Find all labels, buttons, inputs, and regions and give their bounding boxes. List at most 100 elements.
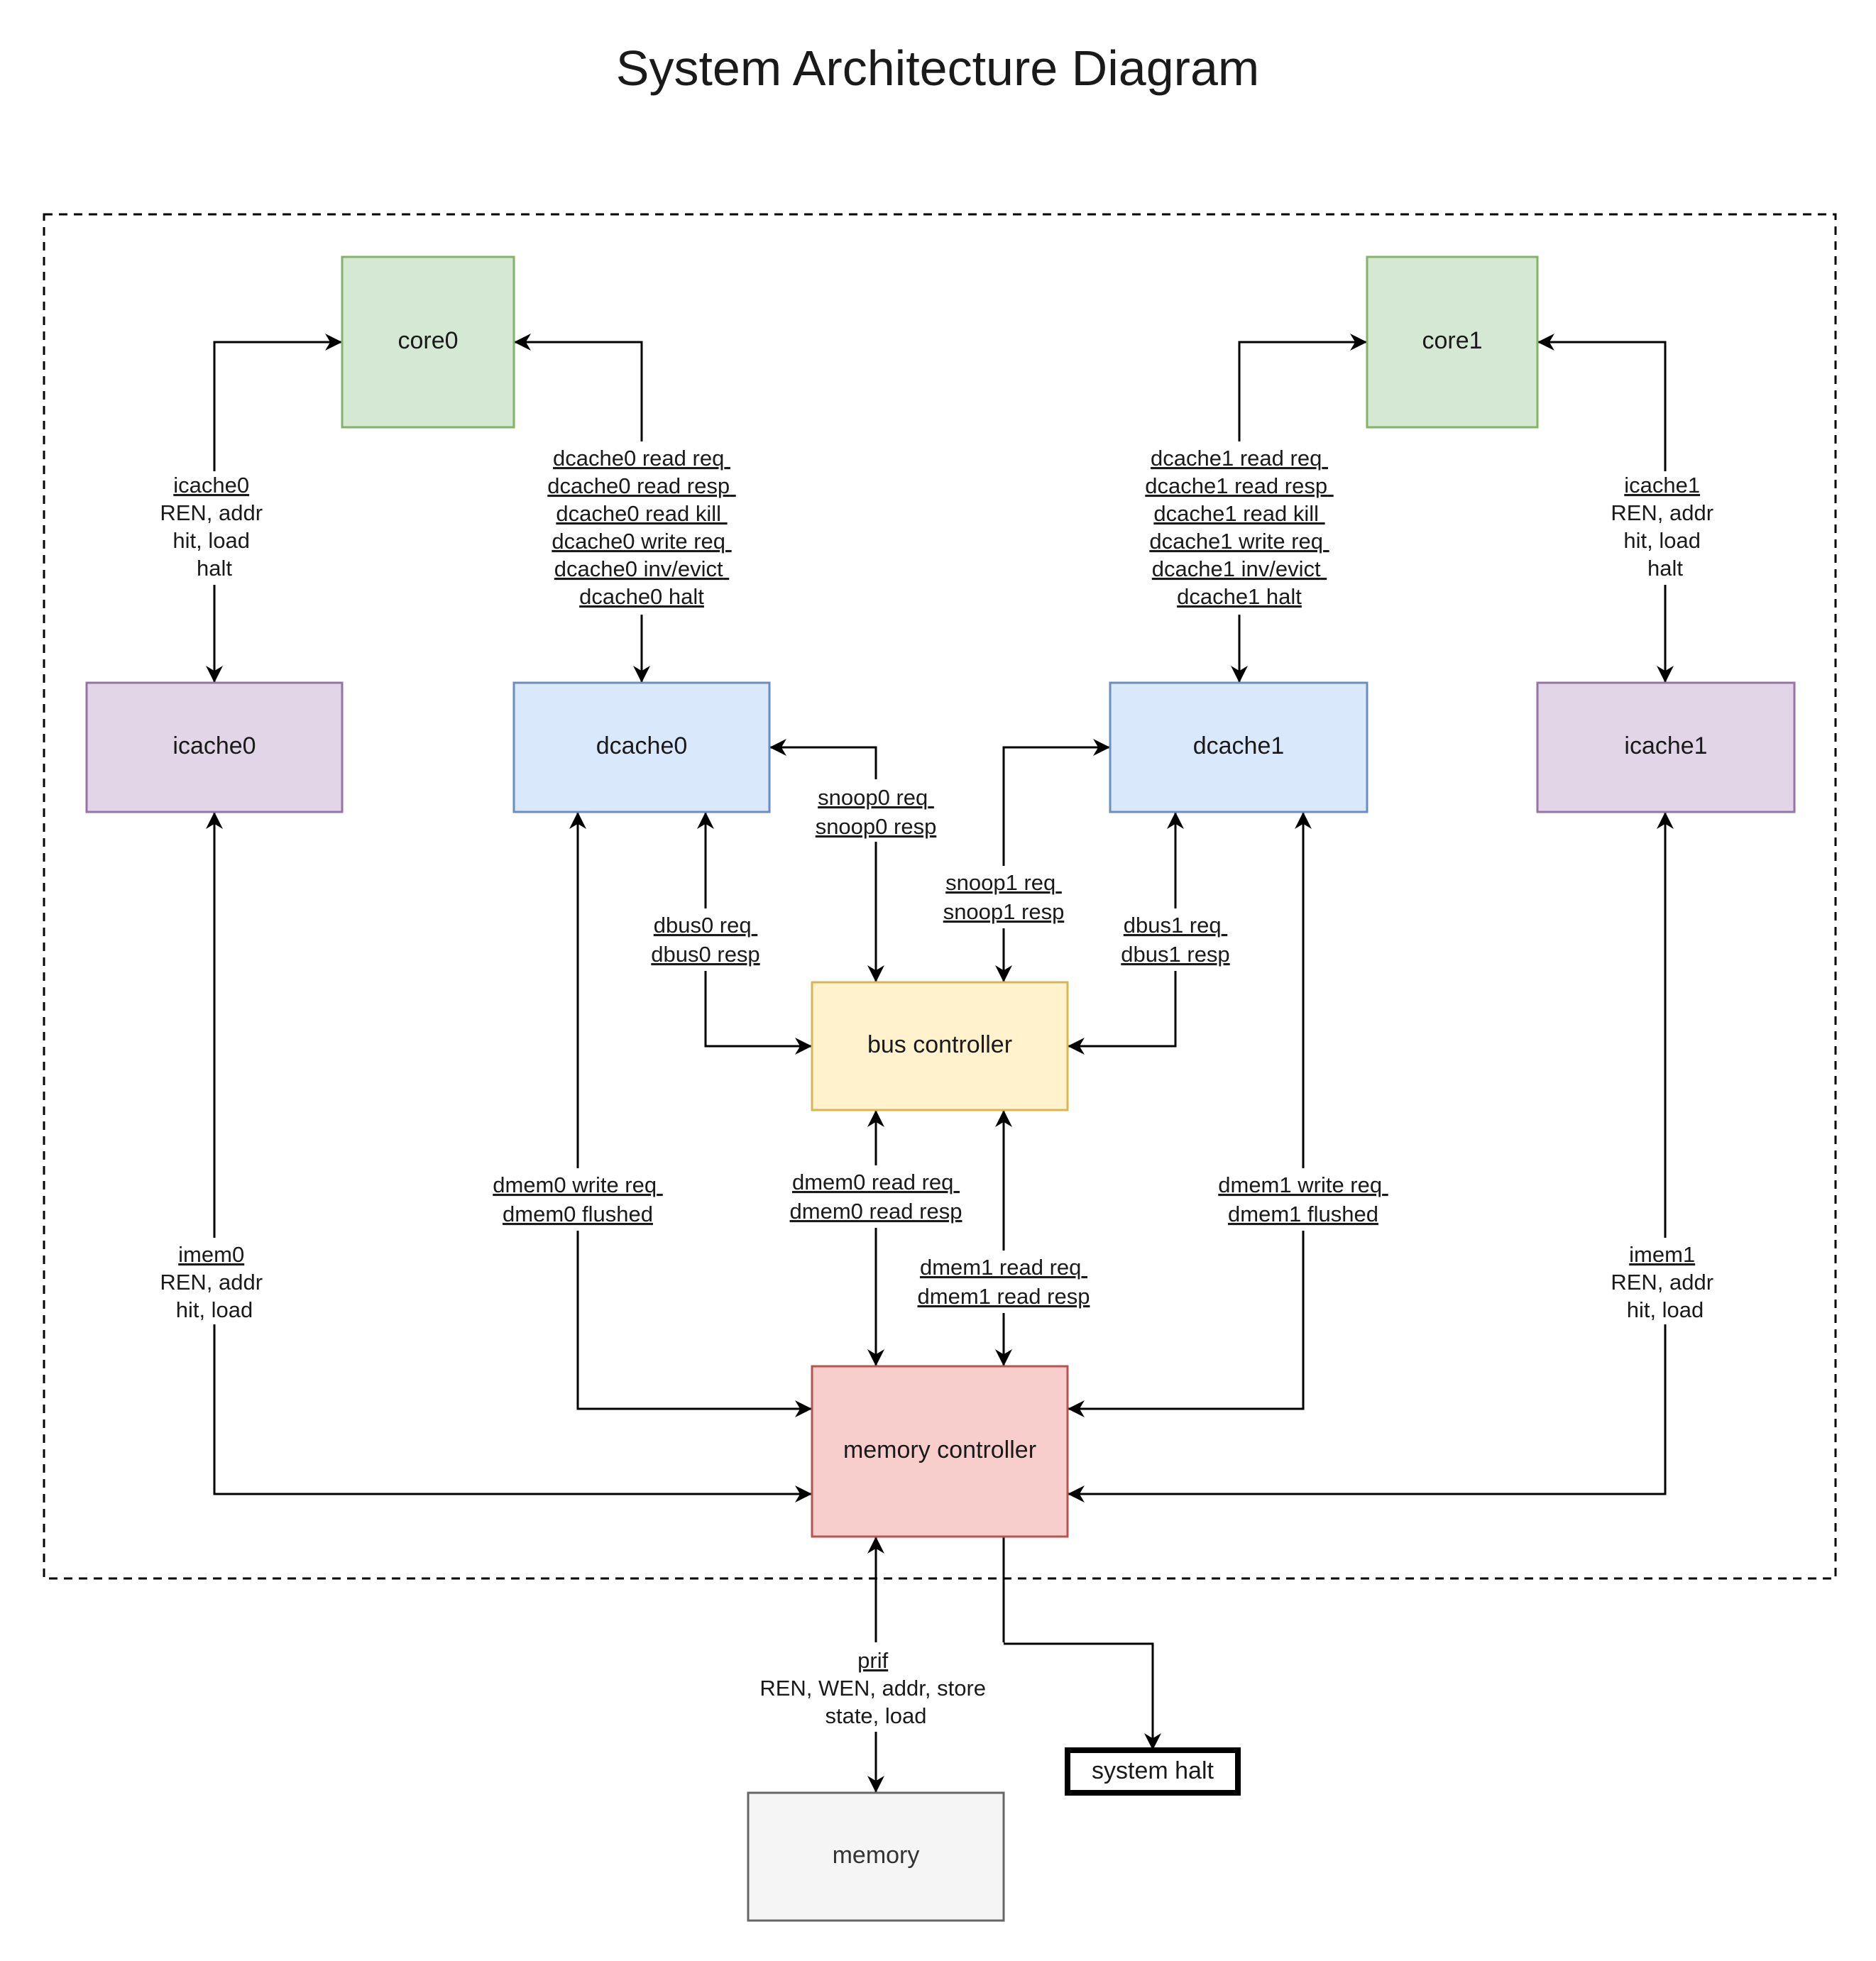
label-dcache1-signal: dcache1 read req [1151,446,1322,471]
bus-controller-label: bus controller [867,1031,1012,1058]
label-imem0-group: imem0 REN, addr hit, load [142,1238,287,1324]
label-dmem0-write-signal: dmem0 write req [493,1172,657,1197]
dcache0-node[interactable]: dcache0 [512,681,771,813]
label-dmem0-write-signal: dmem0 flushed [503,1202,653,1226]
label-prif-line: REN, WEN, addr, store [759,1676,986,1701]
label-dmem0-write-group: dmem0 write req dmem0 flushed [486,1168,670,1231]
diagram-title: System Architecture Diagram [616,40,1259,96]
label-imem0-head: imem0 [178,1242,244,1267]
label-dbus1-signal: dbus1 req [1124,913,1222,938]
label-dmem1-write-group: dmem1 write req dmem1 flushed [1211,1168,1395,1231]
wire-system-halt [1002,1537,1161,1750]
memory-controller-label: memory controller [843,1437,1036,1463]
svg-text:snoop1 req snoop1 resp: snoop1 req snoop1 resp [943,870,1065,924]
label-dbus0-signal: dbus0 req [654,913,752,938]
label-dcache0-signal: dcache0 read req [553,446,724,471]
wire-imem1 [1068,812,1674,1503]
label-dcache0-signal: dcache0 halt [579,584,704,609]
system-boundary [43,213,1837,1580]
label-dcache0-signal: dcache0 read resp [547,473,730,498]
label-dmem0-read-signal: dmem0 read req [792,1170,953,1194]
label-icache0-line: REN, addr [160,500,263,525]
label-dcache1-signal: dcache1 halt [1177,584,1302,609]
label-dbus0-group: dbus0 req dbus0 resp [643,908,768,971]
label-snoop0-signal: snoop0 req [818,785,928,810]
label-dmem0-read-group: dmem0 read req dmem0 read resp [784,1165,968,1228]
svg-text:prif REN, WEN, addr, sto: prif REN, WEN, addr, store state, load [759,1648,992,1728]
label-icache1-head: icache1 [1624,473,1700,498]
wire-snoop0 [769,739,884,982]
label-dcache1-signal: dcache1 inv/evict [1152,556,1321,581]
dcache1-node[interactable]: dcache1 [1109,681,1368,813]
label-dcache1-signal: dcache1 read kill [1153,501,1319,526]
label-prif-line: state, load [825,1703,926,1728]
label-prif-group: prif REN, WEN, addr, store state, load [748,1642,1004,1732]
svg-text:dcache1 read req dcache1: dcache1 read req dcache1 read resp dcach… [1145,446,1333,609]
label-snoop1-signal: snoop1 resp [943,899,1065,924]
svg-text:dcache0 read req dcache0: dcache0 read req dcache0 read resp dcach… [547,446,735,609]
memory-controller-node[interactable]: memory controller [811,1365,1069,1538]
icache0-label: icache0 [172,732,256,759]
svg-text:snoop0 req snoop0 resp: snoop0 req snoop0 resp [816,785,937,839]
svg-text:imem0 REN, addr hi: imem0 REN, addr hit, load [160,1242,268,1322]
label-icache0-group: icache0 REN, addr hit, load halt [142,471,287,585]
label-dcache1-signal: dcache1 read resp [1145,473,1327,498]
icache0-node[interactable]: icache0 [85,681,344,813]
label-icache0-head: icache0 [173,473,249,498]
core0-label: core0 [397,327,458,354]
label-dcache0-group: dcache0 read req dcache0 read resp dcach… [539,441,744,615]
memory-node[interactable]: memory [747,1791,1005,1922]
core1-label: core1 [1422,327,1482,354]
label-dcache1-group: dcache1 read req dcache1 read resp dcach… [1137,441,1342,615]
label-snoop1-signal: snoop1 req [945,870,1055,895]
label-icache0-line: halt [197,556,232,581]
svg-text:dmem0 write req dmem0 fl: dmem0 write req dmem0 flushed [493,1172,662,1226]
core1-node[interactable]: core1 [1366,256,1539,429]
label-snoop0-group: snoop0 req snoop0 resp [809,779,943,842]
label-dbus0-signal: dbus0 resp [651,942,759,967]
dcache0-label: dcache0 [596,732,688,759]
label-dmem1-read-signal: dmem1 read resp [918,1284,1090,1309]
svg-text:icache0 REN, addr: icache0 REN, addr hit, load halt [160,473,268,581]
label-prif-head: prif [857,1648,888,1673]
label-dbus1-group: dbus1 req dbus1 resp [1113,908,1238,971]
wire-imem0 [206,812,812,1503]
label-dcache0-signal: dcache0 write req [552,529,725,554]
label-dcache0-signal: dcache0 read kill [556,501,721,526]
wire-dmem1-write [1068,812,1312,1417]
svg-text:dbus1 req dbus1 resp: dbus1 req dbus1 resp [1121,913,1229,967]
svg-text:imem1 REN, addr hi: imem1 REN, addr hit, load [1611,1242,1719,1322]
label-dmem1-write-signal: dmem1 flushed [1228,1202,1378,1226]
label-imem0-line: REN, addr [160,1270,263,1295]
label-icache1-group: icache1 REN, addr hit, load halt [1593,471,1738,585]
label-icache1-line: hit, load [1623,528,1701,553]
label-imem1-line: REN, addr [1611,1270,1713,1295]
label-icache1-line: halt [1647,556,1683,581]
label-imem1-head: imem1 [1629,1242,1695,1267]
label-icache0-line: hit, load [172,528,250,553]
dcache1-label: dcache1 [1193,732,1285,759]
label-dcache1-signal: dcache1 write req [1149,529,1323,554]
system-halt-node[interactable]: system halt [1065,1747,1241,1796]
label-snoop1-group: snoop1 req snoop1 resp [937,866,1070,928]
label-dmem1-write-signal: dmem1 write req [1218,1172,1382,1197]
memory-label: memory [833,1842,920,1869]
wire-dmem0-write [569,812,812,1417]
bus-controller-node[interactable]: bus controller [811,981,1069,1111]
core0-node[interactable]: core0 [341,256,515,429]
icache1-label: icache1 [1624,732,1707,759]
svg-text:dmem1 read req dmem1 rea: dmem1 read req dmem1 read resp [918,1255,1090,1309]
svg-text:dmem0 read req dmem0 rea: dmem0 read req dmem0 read resp [790,1170,962,1224]
icache1-node[interactable]: icache1 [1536,681,1796,813]
label-imem1-line: hit, load [1627,1297,1704,1322]
svg-text:dbus0 req dbus0 resp: dbus0 req dbus0 resp [651,913,759,967]
label-dbus1-signal: dbus1 resp [1121,942,1229,967]
label-dmem0-read-signal: dmem0 read resp [790,1199,962,1224]
label-dmem1-read-signal: dmem1 read req [920,1255,1081,1280]
label-dcache0-signal: dcache0 inv/evict [554,556,723,581]
svg-text:icache1 REN, addr: icache1 REN, addr hit, load halt [1611,473,1719,581]
svg-text:dmem1 write req dmem1 fl: dmem1 write req dmem1 flushed [1218,1172,1388,1226]
label-imem0-line: hit, load [176,1297,253,1322]
label-snoop0-signal: snoop0 resp [816,814,937,839]
